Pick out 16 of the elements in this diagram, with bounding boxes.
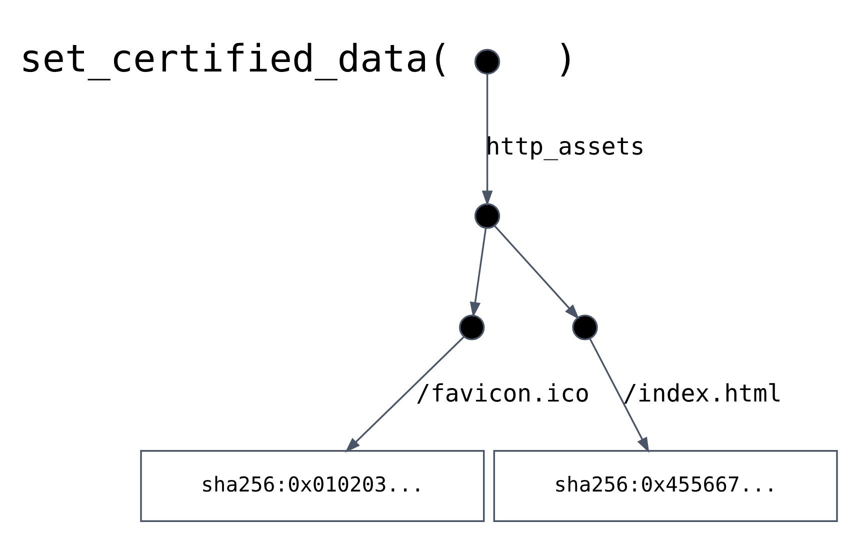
arrow xyxy=(494,225,580,319)
node-box: sha256:0x455667... xyxy=(493,450,838,522)
node-circle xyxy=(474,48,500,74)
arrow xyxy=(589,338,650,452)
arrow xyxy=(470,228,487,318)
edge-label: http_assets xyxy=(486,132,645,160)
arrow xyxy=(345,336,464,452)
node-label: set_certified_data( xyxy=(20,36,451,80)
node-box: sha256:0x010203... xyxy=(140,450,485,522)
arrow xyxy=(482,73,493,206)
node-circle xyxy=(572,314,598,340)
edge-label: /index.html xyxy=(622,378,782,407)
node-circle xyxy=(459,314,485,340)
node-circle xyxy=(474,202,500,228)
edge-label: /favicon.ico xyxy=(416,378,590,407)
node-label: ) xyxy=(554,36,578,80)
